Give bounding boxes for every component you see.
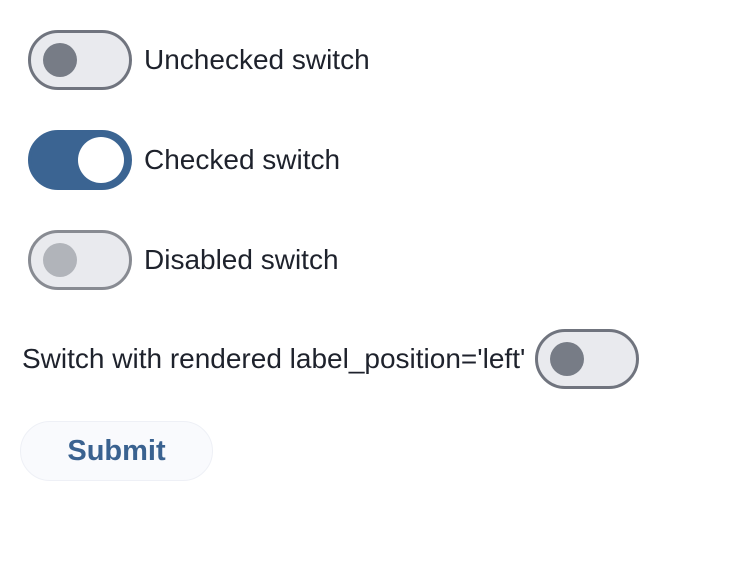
switch-thumb: [78, 137, 124, 183]
switch-row-unchecked: Unchecked switch: [28, 30, 370, 90]
switch-row-checked: Checked switch: [28, 130, 340, 190]
switch-row-label-left: Switch with rendered label_position='lef…: [22, 329, 640, 389]
switch-disabled: [28, 230, 132, 290]
switch-checked[interactable]: [28, 130, 132, 190]
switch-label-checked: Checked switch: [144, 144, 341, 175]
switch-label-unchecked: Unchecked switch: [144, 44, 370, 75]
switch-label-left[interactable]: [535, 329, 640, 389]
switch-thumb: [43, 243, 77, 277]
switch-thumb: [550, 342, 585, 376]
switch-label-disabled: Disabled switch: [144, 244, 339, 275]
switch-unchecked[interactable]: [28, 30, 132, 90]
switch-thumb: [43, 43, 77, 77]
switch-label-left-position: Switch with rendered label_position='lef…: [22, 343, 526, 374]
submit-button[interactable]: Submit: [20, 421, 213, 481]
switch-row-disabled: Disabled switch: [28, 230, 339, 290]
